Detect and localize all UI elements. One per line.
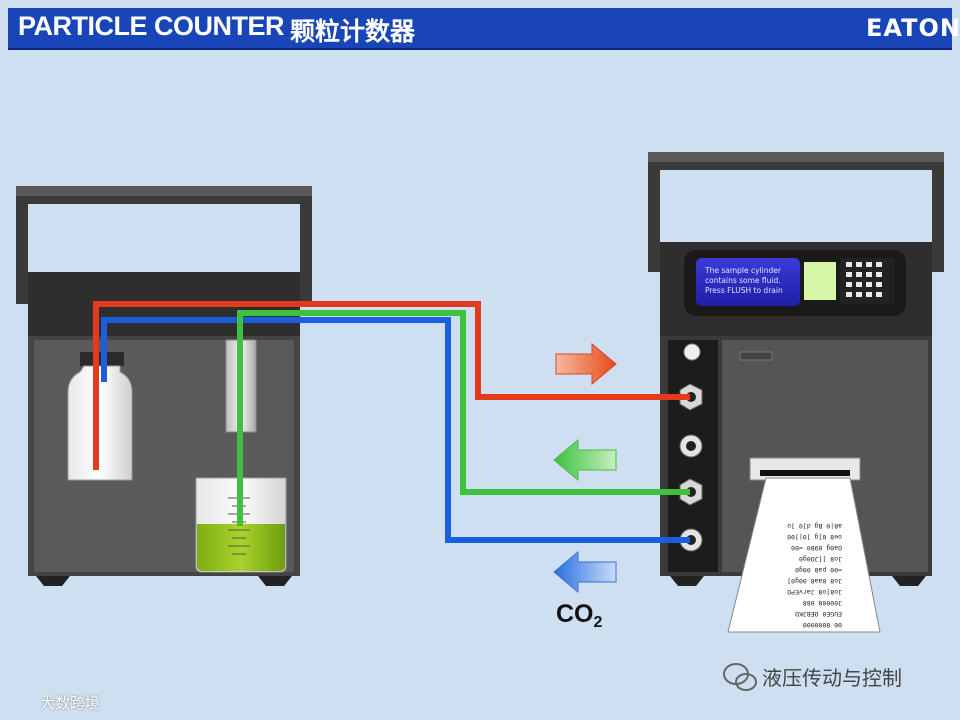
printer-slot	[749, 457, 861, 481]
gas-label-subscript: 2	[593, 614, 603, 631]
title-bar	[8, 8, 952, 48]
counter-unit	[648, 152, 944, 633]
printout-line: Jo8 0aa8 00g0]	[787, 577, 842, 585]
sampler-foot-right	[258, 576, 292, 586]
lcd-line: contains some fluid.	[705, 276, 781, 285]
counter-handle	[648, 152, 944, 272]
page-title-en: PARTICLE COUNTER	[18, 11, 285, 41]
sample-bottle	[67, 365, 133, 481]
sampler-unit	[16, 186, 312, 586]
printout-line: EUGE0 OEBJKO	[795, 610, 842, 618]
wechat-icon	[723, 663, 757, 691]
line-sample-red	[93, 301, 690, 470]
gas-label: CO2	[556, 600, 602, 632]
sampler-handle	[16, 186, 312, 304]
page-title-cn: 颗粒计数器	[290, 17, 416, 46]
watermark-left: 大数跨境	[40, 694, 101, 712]
watermark-right: 液压传动与控制	[762, 666, 902, 690]
status-slot	[739, 351, 773, 361]
lcd-message: The sample cylinder contains some fluid.…	[705, 266, 803, 296]
printout-line: Jo8 ][JO0g0	[798, 555, 842, 563]
arrow-gas-blue	[553, 550, 617, 594]
gas-label-main: CO	[556, 600, 594, 628]
keypad-keys	[846, 262, 882, 297]
printout-line: Jo8]o8 JarvEPO	[787, 588, 842, 596]
printout-text: 00 8000000 EUGE0 OEBJKO J00008 088 Jo8]o…	[772, 520, 842, 630]
title-bar-rule	[8, 48, 952, 50]
display-window	[804, 262, 836, 300]
lcd-display	[696, 258, 800, 306]
counter-foot-left	[670, 576, 704, 586]
arrow-return-green	[553, 438, 617, 482]
indicator-light	[683, 343, 701, 361]
port-unused	[679, 434, 703, 458]
lcd-line: Press FLUSH to drain	[705, 286, 783, 295]
printout-line: oe8 0]g ]0|]00	[787, 533, 842, 541]
arrow-outflow-red	[555, 342, 617, 386]
line-return-green	[237, 310, 690, 526]
lcd-line: The sample cylinder	[705, 266, 781, 275]
port-outlet-red	[679, 383, 703, 411]
brand-logo: EATON	[866, 14, 960, 42]
printout-line: 00 8000000	[802, 621, 842, 629]
line-gas-blue	[101, 317, 690, 543]
printout-line: J00008 088	[802, 599, 842, 607]
printout-paper	[727, 477, 881, 633]
printout-line: Oa0g 0980 =00	[791, 544, 842, 552]
counter-foot-right	[892, 576, 926, 586]
printout-line: =00 pa8 00g0	[795, 566, 842, 574]
sampler-foot-left	[36, 576, 70, 586]
beaker-fluid	[197, 524, 285, 571]
printout-line: a8|0 Bg d]0 ]o	[787, 522, 842, 530]
